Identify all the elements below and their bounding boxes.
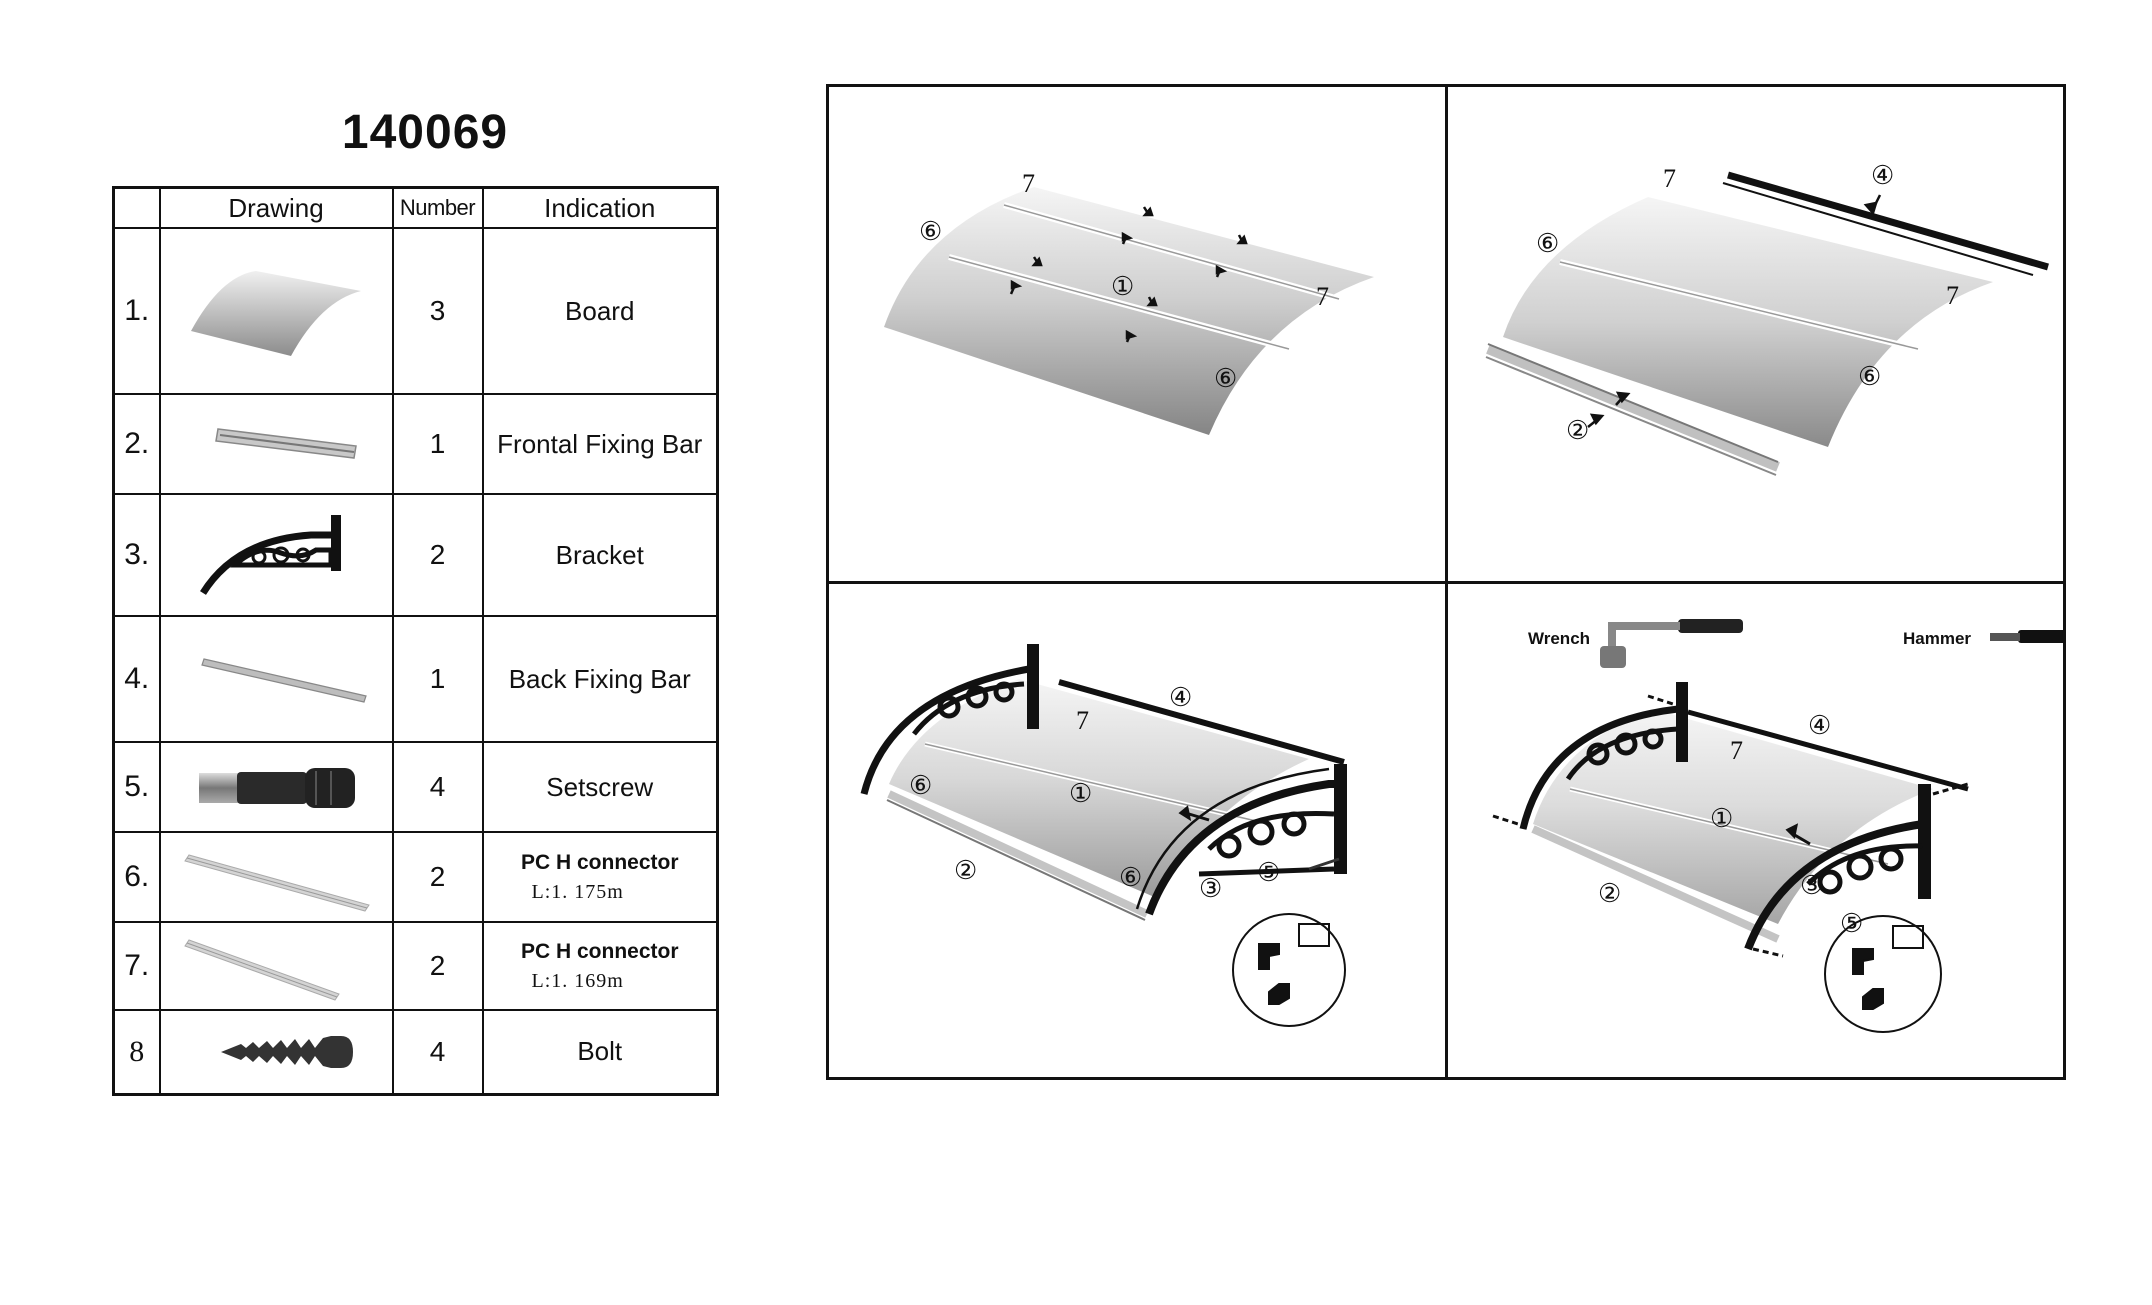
callout-2: ② [954,856,977,885]
table-row: 7. 2 PC H connector L:1. 169m [112,921,719,1011]
callout-6: ⑥ [1214,364,1237,393]
callout-7: 7 [1316,282,1329,311]
callout-6: ⑥ [909,771,932,800]
callout-2: ② [1598,879,1621,908]
row-indication: Bracket [481,493,719,617]
callout-4: ④ [1808,711,1831,740]
callout-5: ⑤ [1840,909,1863,938]
bolt-icon [158,1009,394,1095]
table-row: 5. 4 Setscrew [112,741,719,833]
header-indication: Indication [481,186,719,229]
setscrew-icon [158,741,394,833]
callout-4: ④ [1871,161,1894,190]
header-index [112,186,161,229]
hammer-label: Hammer [1903,629,1972,648]
row-number: 1 [391,393,484,495]
callout-7: 7 [1076,706,1089,735]
callout-6: ⑥ [1858,362,1881,391]
row-indication: Bolt [481,1009,719,1095]
row-indication: Board [481,227,719,395]
header-number: Number [391,186,484,229]
row-index: 8 [112,1009,161,1095]
row-indication: PC H connector L:1. 175m [481,831,719,923]
table-row: 3. 2 Bracket [112,493,719,617]
callout-1: ① [1111,272,1134,301]
callout-7: 7 [1022,169,1035,198]
callout-7: 7 [1946,281,1959,310]
table-row: 6. 2 PC H connector L:1. 175m [112,831,719,923]
row-number: 2 [391,921,484,1011]
callout-6: ⑥ [1536,229,1559,258]
pc-h-connector-icon [158,921,394,1011]
pc-h-connector-icon [158,831,394,923]
table-row: 2. 1 Frontal Fixing Bar [112,393,719,495]
table-row: 1. 3 Board [112,227,719,395]
wrench-icon [1600,619,1743,668]
board-icon [158,227,394,395]
hammer-icon [1990,630,2066,643]
callout-7: 7 [1730,736,1743,765]
back-fixing-bar-icon [158,615,394,743]
connector-length: L:1. 175m [531,880,624,903]
row-indication: Frontal Fixing Bar [481,393,719,495]
step4-panel: Wrench Hammer [1445,581,2066,1080]
header-drawing: Drawing [158,186,394,229]
assembly-steps: 7 ⑥ ① 7 ⑥ [826,84,2066,1080]
model-title: 140069 [341,106,509,159]
row-number: 2 [391,493,484,617]
table-row: 8 4 Bolt [112,1009,719,1095]
connector-name: PC H connector [520,939,679,963]
connector-length: L:1. 169m [531,969,624,992]
row-indication: Setscrew [481,741,719,833]
row-indication: Back Fixing Bar [481,615,719,743]
row-number: 2 [391,831,484,923]
row-index: 5. [112,741,161,833]
row-index: 2. [112,393,161,495]
connector-name: PC H connector [520,850,679,874]
step2-panel: 7 ④ ⑥ 7 ⑥ ② [1445,84,2066,584]
row-index: 1. [112,227,161,395]
row-index: 3. [112,493,161,617]
callout-7: 7 [1663,164,1676,193]
step3-panel: ④ 7 ① ⑥ ② ⑥ ③ ⑤ [826,581,1448,1080]
callout-1: ① [1069,779,1092,808]
step1-panel: 7 ⑥ ① 7 ⑥ [826,84,1448,584]
row-index: 6. [112,831,161,923]
table-row: 4. 1 Back Fixing Bar [112,615,719,743]
parts-table: Drawing Number Indication 1. 3 Board 2. … [112,186,719,1096]
table-header-row: Drawing Number Indication [112,186,719,229]
row-indication: PC H connector L:1. 169m [481,921,719,1011]
callout-3: ③ [1199,874,1222,903]
callout-4: ④ [1169,683,1192,712]
row-index: 7. [112,921,161,1011]
row-number: 4 [391,1009,484,1095]
callout-5: ⑤ [1257,858,1280,887]
bracket-icon [158,493,394,617]
frontal-fixing-bar-icon [158,393,394,495]
row-number: 1 [391,615,484,743]
callout-2: ② [1566,416,1589,445]
row-index: 4. [112,615,161,743]
row-number: 4 [391,741,484,833]
wrench-label: Wrench [1528,629,1591,648]
callout-6: ⑥ [1119,863,1142,892]
callout-6: ⑥ [919,217,942,246]
row-number: 3 [391,227,484,395]
callout-1: ① [1710,804,1733,833]
callout-3: ③ [1800,871,1823,900]
